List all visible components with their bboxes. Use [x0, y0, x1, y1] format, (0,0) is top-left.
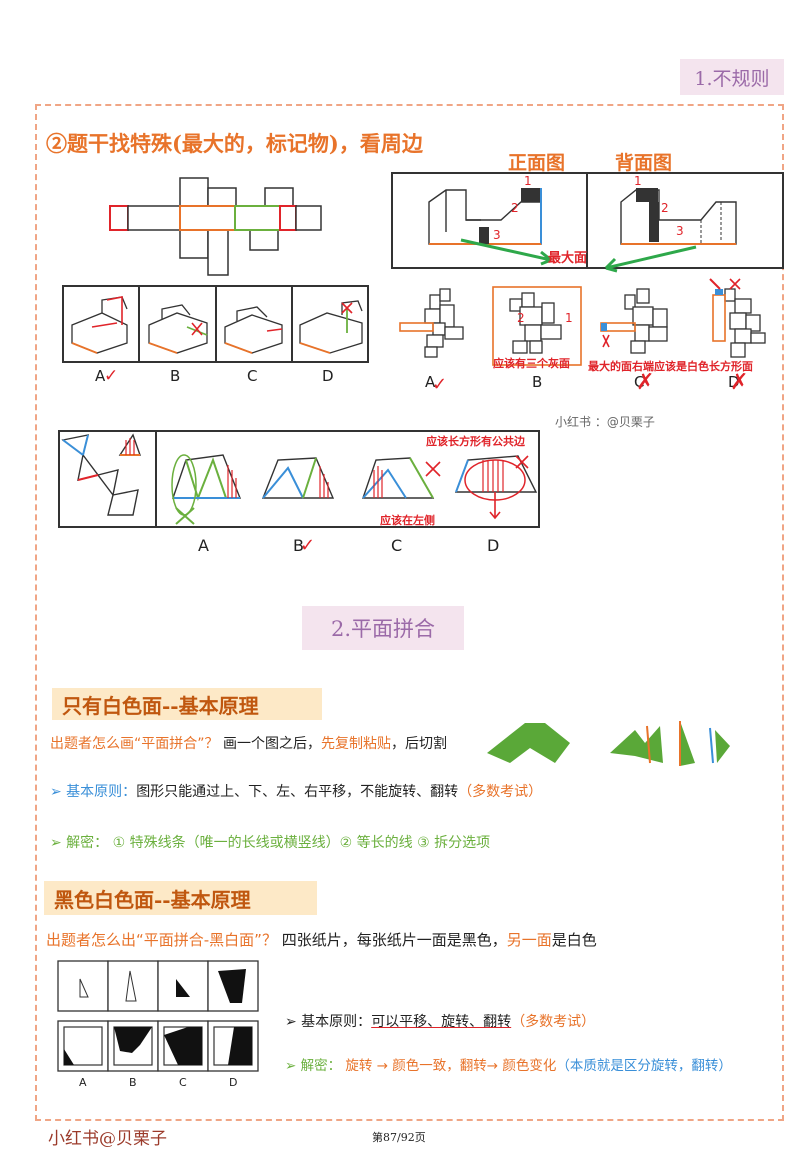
net-number: 2 [517, 311, 525, 325]
sub2-question: 出题者怎么出“平面拼合-黑白面”？ 四张纸片，每张纸片一面是黑色，另一面是白色 [46, 931, 597, 949]
panel1-drawings [71, 285, 363, 363]
cube-number: 1 [634, 174, 642, 188]
panel1-option-b: B [170, 367, 181, 385]
check-mark-icon: ✓ [432, 374, 448, 395]
panel2-option-c: C [634, 373, 645, 391]
content-frame [35, 104, 784, 1121]
cube-number: 3 [676, 224, 684, 238]
cube-number: 2 [511, 201, 519, 215]
footer-brand: 小红书@贝栗子 [48, 1129, 167, 1149]
sub2-header: 黑色白色面--基本原理 [44, 881, 317, 915]
panel2-option-b: B [532, 373, 543, 391]
sub1-decrypt: ➢ 解密： ① 特殊线条（唯一的长线或横竖线）② 等长的线 ③ 拆分选项 [50, 835, 491, 851]
panel2-option-d: D [728, 373, 740, 391]
section-tag-label: 1.不规则 [694, 67, 770, 90]
section-tag-irregular: 1.不规则 [680, 59, 784, 95]
bw-pieces-grid [57, 960, 259, 1072]
cube-number: 3 [493, 228, 501, 242]
unfolded-net-diagram [109, 177, 322, 276]
sub2-decrypt: ➢ 解密： 旋转 → 颜色一致，翻转→ 颜色变化（本质就是区分旋转，翻转） [285, 1058, 732, 1074]
panel1-option-d: D [322, 367, 334, 385]
panel3-triangles [58, 430, 540, 528]
panel2-views-drawings: 1 2 3 1 2 3 [428, 172, 737, 273]
green-shape-figures [487, 721, 730, 766]
panel3-drawings [61, 430, 538, 528]
section-tag-plane-merge: 2.平面拼合 [302, 606, 464, 650]
sub1-header: 只有白色面--基本原理 [52, 688, 322, 720]
panel3-note-bottom: 应该在左侧 [380, 514, 435, 527]
cube-number: 2 [661, 201, 669, 215]
page-number: 第87/92页 [372, 1131, 426, 1144]
check-mark-icon: ✓ [104, 366, 119, 386]
cube-number: 1 [524, 174, 532, 188]
cross-mark-icon: ✗ [636, 370, 655, 395]
panel1-option-c: C [247, 367, 258, 385]
cross-mark-icon: ✗ [730, 370, 749, 395]
panel3-option-c: C [391, 536, 403, 555]
largest-face-label: 最大面 [548, 251, 588, 266]
panel3-option-d: D [487, 536, 500, 555]
panel3-option-a: A [198, 536, 209, 555]
panel3-note-top: 应该长方形有公共边 [426, 435, 525, 448]
back-view-label: 背面图 [615, 152, 673, 174]
sub1-question: 出题者怎么画“平面拼合”？ 画一个图之后，先复制粘贴，后切割 [50, 736, 447, 752]
panel1-option-a: A [95, 367, 106, 385]
sub1-principle: ➢ 基本原则：图形只能通过上、下、左、右平移，不能旋转、翻转（多数考试） [50, 784, 543, 800]
front-view-label: 正面图 [508, 152, 566, 174]
panel2-option-nets: 2 1 [399, 278, 766, 366]
panel2-option-a: A [425, 373, 436, 391]
bw-option-c: C [179, 1076, 187, 1089]
sub2-principle: ➢ 基本原则：可以平移、旋转、翻转（多数考试） [285, 1014, 596, 1030]
net-number: 1 [565, 311, 573, 325]
panel2-note-c: 最大的面右端应该是白色长方形面 [588, 360, 753, 373]
check-mark-icon: ✓ [300, 535, 316, 556]
bw-option-a: A [79, 1076, 87, 1089]
bw-option-d: D [229, 1076, 238, 1089]
watermark-text: 小红书 ：@贝栗子 [555, 415, 655, 429]
panel3-option-b: B [293, 536, 304, 555]
panel2-note-b: 应该有三个灰面 [493, 357, 570, 370]
bw-option-b: B [129, 1076, 137, 1089]
section1-title: ②题干找特殊(最大的，标记物)，看周边 [46, 131, 423, 156]
